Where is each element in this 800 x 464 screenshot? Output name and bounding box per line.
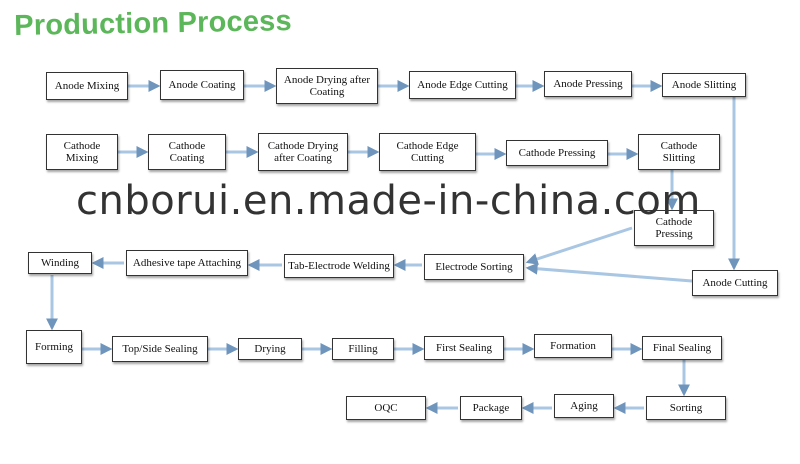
step-cathode-edge-cutting: Cathode Edge Cutting [379,133,476,171]
step-cathode-drying: Cathode Drying after Coating [258,133,348,171]
step-filling: Filling [332,338,394,360]
step-top-side-sealing: Top/Side Sealing [112,336,208,362]
step-anode-slitting: Anode Slitting [662,73,746,97]
step-package: Package [460,396,522,420]
step-sorting: Sorting [646,396,726,420]
step-adhesive-tape-attaching: Adhesive tape Attaching [126,250,248,276]
step-anode-drying: Anode Drying after Coating [276,68,378,104]
step-drying: Drying [238,338,302,360]
step-forming: Forming [26,330,82,364]
step-oqc: OQC [346,396,426,420]
arrow-anode-cutting-to-sorting [525,262,693,283]
step-cathode-mixing: Cathode Mixing [46,134,118,170]
step-anode-pressing: Anode Pressing [544,71,632,97]
step-tab-electrode-welding: Tab-Electrode Welding [284,254,394,278]
step-first-sealing: First Sealing [424,336,504,360]
watermark: cnborui.en.made-in-china.com [76,178,701,224]
step-cathode-pressing-1: Cathode Pressing [506,140,608,166]
step-cathode-pressing-2: Cathode Pressing [634,210,714,246]
step-anode-mixing: Anode Mixing [46,72,128,100]
arrow-cathode-pressing-to-sorting [525,226,633,265]
step-cathode-slitting: Cathode Slitting [638,134,720,170]
step-formation: Formation [534,334,612,358]
step-anode-cutting: Anode Cutting [692,270,778,296]
step-anode-coating: Anode Coating [160,70,244,100]
step-winding: Winding [28,252,92,274]
step-anode-edge-cutting: Anode Edge Cutting [409,71,516,99]
step-aging: Aging [554,394,614,418]
step-electrode-sorting: Electrode Sorting [424,254,524,280]
step-cathode-coating: Cathode Coating [148,134,226,170]
step-final-sealing: Final Sealing [642,336,722,360]
